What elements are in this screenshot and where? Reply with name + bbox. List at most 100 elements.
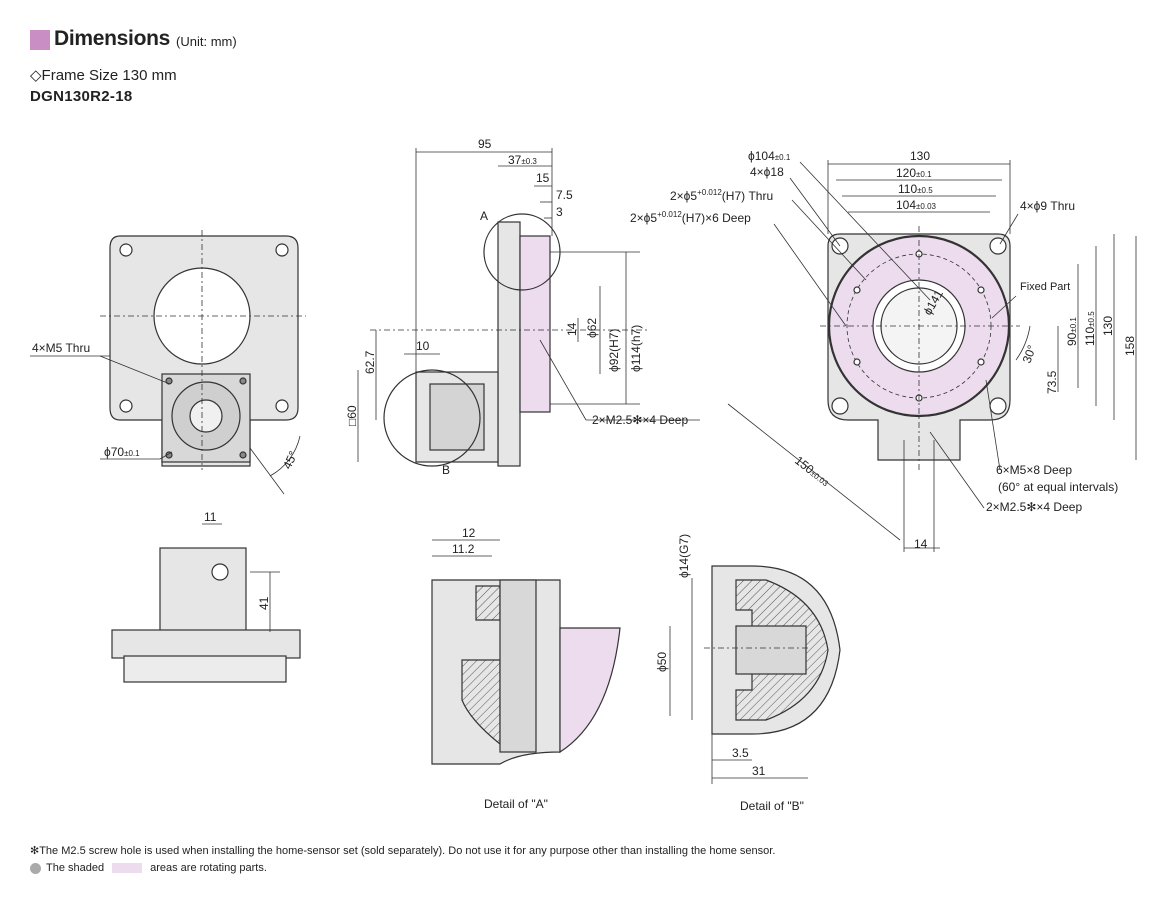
label-m5-thru: 4×M5 Thru xyxy=(32,341,90,355)
label-d104: 104±0.03 xyxy=(896,198,937,212)
shading-legend-prefix: The shaded xyxy=(46,862,105,874)
label-d14b: 14 xyxy=(914,537,928,551)
table-view-tap-hole xyxy=(977,286,985,294)
label-m25-4deep: 2×M2.5✻×4 Deep xyxy=(592,413,688,427)
label-d95: 95 xyxy=(478,137,492,151)
table-view-dims xyxy=(727,160,1137,552)
label-d12: 12 xyxy=(462,526,476,540)
table-view-mount-hole xyxy=(831,397,849,415)
label-m25-4deep-b: 2×M2.5✻×4 Deep xyxy=(986,500,1082,514)
label-d110v: 110±0.5 xyxy=(1083,311,1097,346)
table-view-mount-hole xyxy=(989,397,1007,415)
label-detail-b: B xyxy=(442,463,450,477)
label-d7-5: 7.5 xyxy=(556,188,573,202)
label-d41: 41 xyxy=(257,596,271,610)
table-view-mount-hole xyxy=(989,237,1007,255)
label-d14: 14 xyxy=(565,322,579,336)
side-view xyxy=(383,213,561,467)
header-title: Dimensions xyxy=(54,27,171,50)
detail-a-bushing xyxy=(499,579,537,753)
label-deg30: 30° xyxy=(1020,343,1039,365)
label-45deg: 45° xyxy=(280,449,300,472)
label-phi14g7: ϕ14(G7) xyxy=(677,534,691,578)
detail-a-hatch-top xyxy=(475,585,501,621)
table-view-tap-hole xyxy=(853,286,861,294)
label-detail-a-caption: Detail of "A" xyxy=(484,797,548,811)
bullet-icon xyxy=(30,862,41,874)
label-phi62: ϕ62 xyxy=(585,318,599,338)
front-view-motor-screw xyxy=(239,451,247,459)
frame-size-label: ◇Frame Size 130 mm xyxy=(30,67,177,84)
asterisk-note: ✻The M2.5 screw hole is used when instal… xyxy=(30,845,776,857)
label-d158: 158 xyxy=(1123,336,1137,356)
table-view-tap-hole xyxy=(853,358,861,366)
side-view-body xyxy=(497,221,521,467)
label-d150: 150±0.03 xyxy=(792,453,833,489)
header-unit: (Unit: mm) xyxy=(176,34,237,49)
label-fixed-part: Fixed Part xyxy=(1020,281,1070,293)
label-d130: 130 xyxy=(910,149,930,163)
detail-b-view xyxy=(711,565,841,735)
model-number: DGN130R2-18 xyxy=(30,88,133,105)
side-view-table xyxy=(519,235,551,413)
label-phi9-thru: 4×ϕ9 Thru xyxy=(1020,199,1075,213)
shading-legend: The shaded areas are rotating parts. xyxy=(30,862,267,874)
label-phi70: ϕ70±0.1 xyxy=(104,445,140,459)
front-view-motor-screw xyxy=(165,451,173,459)
label-d37: 37±0.3 xyxy=(508,153,537,167)
section-header: Dimensions (Unit: mm) xyxy=(30,28,237,50)
label-d3: 3 xyxy=(556,205,563,219)
header-color-square xyxy=(30,30,50,50)
label-d120: 120±0.1 xyxy=(896,166,932,180)
table-view-tap-hole xyxy=(977,358,985,366)
front-view-mount-hole xyxy=(119,243,133,257)
label-m5-interval: (60° at equal intervals) xyxy=(998,480,1118,494)
side-view-dims xyxy=(357,148,700,462)
front-view-motor-screw xyxy=(239,377,247,385)
label-d31: 31 xyxy=(752,764,766,778)
label-phi5-thru: 2×ϕ5+0.012(H7) Thru xyxy=(670,188,773,203)
label-phi5-deep: 2×ϕ5+0.012(H7)×6 Deep xyxy=(630,210,751,225)
detail-a-rotating xyxy=(559,627,621,754)
label-detail-b-caption: Detail of "B" xyxy=(740,799,804,813)
label-d15: 15 xyxy=(536,171,550,185)
label-d130v: 130 xyxy=(1101,316,1115,336)
front-view-motor-shaft xyxy=(189,399,223,433)
detail-a-view xyxy=(431,579,621,765)
side-view-detail-b-circle xyxy=(383,369,481,467)
label-d10: 10 xyxy=(416,339,430,353)
detail-a-dims xyxy=(432,539,500,557)
label-d62-7: 62.7 xyxy=(363,350,377,374)
label-phi114: ϕ114(h7) xyxy=(629,325,643,372)
label-d11: 11 xyxy=(204,510,217,524)
rotating-swatch xyxy=(112,863,143,873)
label-d73-5: 73.5 xyxy=(1045,370,1059,394)
bottom-view-base xyxy=(111,629,301,659)
label-sq60: □60 xyxy=(345,405,359,426)
detail-b-shaft xyxy=(735,625,807,675)
label-phi18: 4×ϕ18 xyxy=(750,165,784,179)
side-view-motor-body xyxy=(429,383,485,451)
label-phi104: ϕ104±0.1 xyxy=(748,149,791,163)
front-view-mount-hole xyxy=(275,243,289,257)
front-view xyxy=(109,235,299,467)
label-phi50: ϕ50 xyxy=(655,652,669,672)
bottom-view xyxy=(111,547,301,683)
label-detail-a: A xyxy=(480,209,488,223)
label-d90: 90±0.1 xyxy=(1065,317,1079,346)
label-d110: 110±0.5 xyxy=(898,182,933,196)
front-view-mount-hole xyxy=(119,399,133,413)
bottom-view-table xyxy=(123,655,287,683)
detail-b-dims xyxy=(669,578,810,784)
shading-legend-suffix: areas are rotating parts. xyxy=(150,862,267,874)
bottom-view-dims xyxy=(202,523,280,632)
label-phi92: ϕ92(H7) xyxy=(607,329,621,372)
bottom-view-screw-hole xyxy=(211,563,229,581)
front-view-mount-hole xyxy=(275,399,289,413)
bottom-view-motor-box xyxy=(159,547,247,645)
label-d11-2: 11.2 xyxy=(452,542,475,556)
label-m5-8deep: 6×M5×8 Deep xyxy=(996,463,1072,477)
front-view-dims xyxy=(30,230,306,495)
label-d3-5: 3.5 xyxy=(732,746,749,760)
